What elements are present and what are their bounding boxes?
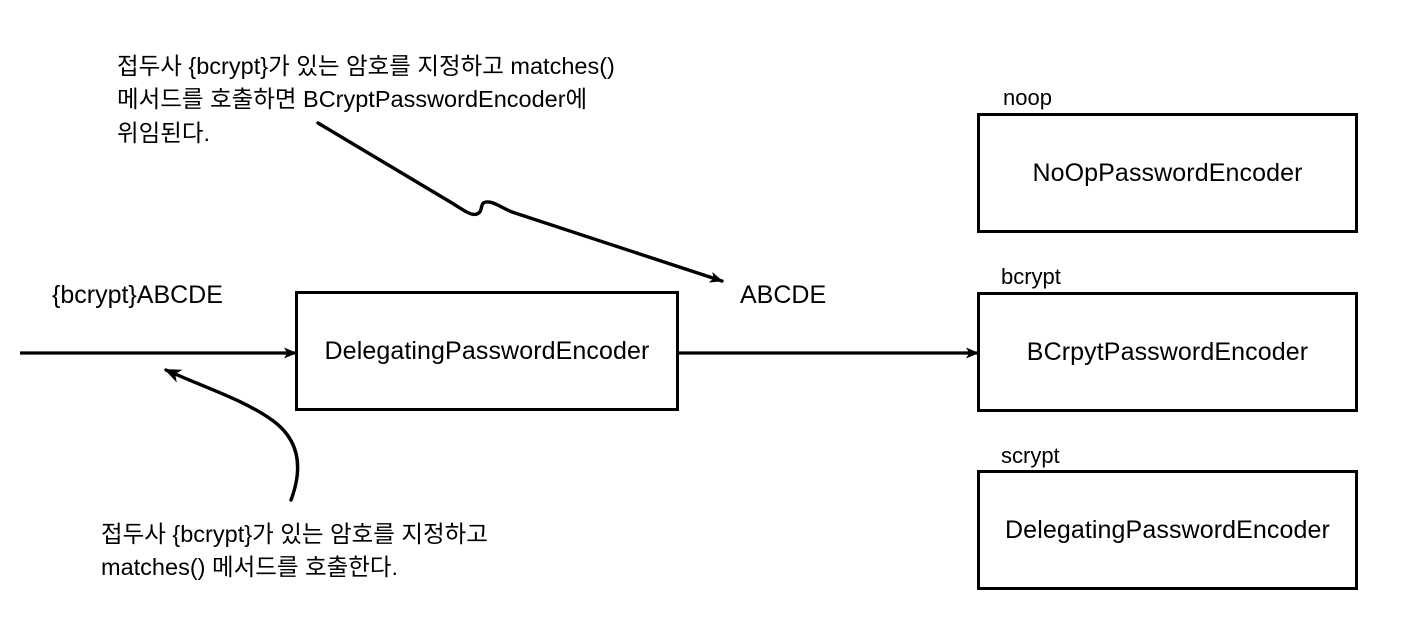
bcrypt-password-encoder-box[interactable]: BCrpytPasswordEncoder xyxy=(977,292,1358,412)
encoder-tag-scrypt: scrypt xyxy=(1001,443,1060,468)
annotation-note-bottom: 접두사 {bcrypt}가 있는 암호를 지정하고 matches() 메서드를… xyxy=(101,521,488,581)
annotation-note-top: 접두사 {bcrypt}가 있는 암호를 지정하고 matches() 메서드를… xyxy=(117,53,615,146)
noop-password-encoder-box[interactable]: NoOpPasswordEncoder xyxy=(977,113,1358,233)
delegating-password-encoder-label: DelegatingPasswordEncoder xyxy=(324,336,650,365)
bcrypt-password-encoder-label: BCrpytPasswordEncoder xyxy=(1026,337,1309,366)
scrypt-password-encoder-box[interactable]: DelegatingPasswordEncoder xyxy=(977,470,1358,590)
encoder-tag-noop: noop xyxy=(1003,85,1052,110)
delegating-password-encoder-box[interactable]: DelegatingPasswordEncoder xyxy=(295,291,679,411)
scrypt-password-encoder-label: DelegatingPasswordEncoder xyxy=(1005,515,1330,544)
input-password-label: {bcrypt}ABCDE xyxy=(52,281,223,309)
noop-password-encoder-label: NoOpPasswordEncoder xyxy=(1032,158,1303,187)
intermediate-password-label: ABCDE xyxy=(740,281,827,309)
annotation-leader-bottom xyxy=(164,368,300,502)
encoder-tag-bcrypt: bcrypt xyxy=(1001,264,1061,289)
